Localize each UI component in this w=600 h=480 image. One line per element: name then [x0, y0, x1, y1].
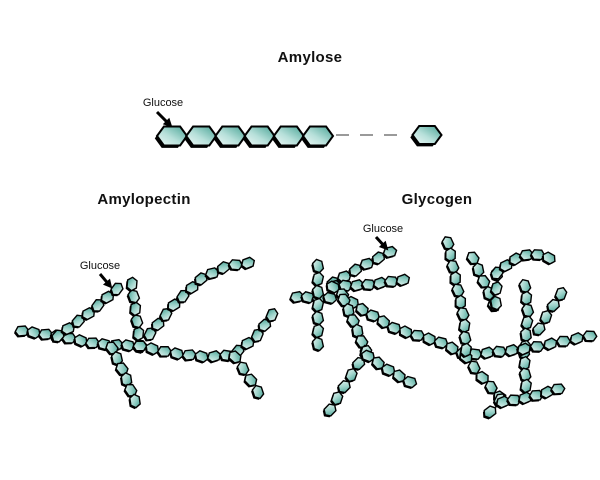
glucose-unit	[518, 278, 532, 294]
glucose-unit	[489, 295, 503, 312]
glucose-unit	[445, 259, 460, 275]
glycogen-title: Glycogen	[401, 191, 473, 208]
glucose-unit	[555, 335, 572, 348]
glucose-unit	[128, 393, 141, 410]
amylose-glucose-label: Glucose	[142, 97, 184, 109]
glucose-unit	[489, 266, 504, 281]
glucose-unit	[467, 360, 481, 375]
glucose-unit	[444, 341, 459, 356]
glucose-unit	[341, 302, 355, 319]
glucose-unit	[206, 350, 222, 364]
glucose-unit	[330, 391, 344, 407]
glucose-unit	[458, 330, 472, 346]
glucose-unit	[479, 346, 495, 360]
glucose-unit	[450, 283, 465, 298]
glucose-unit	[539, 309, 553, 326]
glucose-unit	[251, 384, 265, 400]
glucose-unit	[109, 282, 124, 297]
glucose-unit	[114, 362, 129, 377]
glucose-unit	[529, 340, 545, 353]
glucose-unit	[227, 350, 242, 365]
glucose-unit	[484, 380, 498, 395]
glucose-unit	[489, 281, 503, 297]
glucose-unit	[227, 259, 244, 272]
glucose-unit-large	[242, 125, 276, 148]
glucose-unit	[216, 260, 231, 276]
glucose-unit	[444, 247, 456, 264]
glucose-unit	[175, 289, 190, 304]
amylopectin-title: Amylopectin	[97, 191, 191, 208]
glucose-unit	[349, 279, 365, 293]
glucose-unit	[386, 321, 402, 336]
glucose-unit-large	[184, 125, 218, 148]
glucose-unit	[475, 370, 489, 385]
glucose-unit	[311, 336, 325, 353]
amylopectin-glucose-label: Glucose	[79, 260, 121, 272]
glucose-unit	[125, 276, 138, 293]
glucose-unit	[457, 318, 471, 335]
glucose-unit	[311, 284, 325, 301]
glycogen-structure	[289, 235, 598, 420]
glucose-unit	[158, 307, 173, 323]
glucose-unit	[491, 345, 508, 359]
glucose-arrow	[98, 273, 113, 289]
glucose-unit	[495, 395, 510, 410]
glucose-unit	[516, 342, 531, 357]
glucose-unit	[554, 286, 568, 302]
glucose-unit	[26, 326, 41, 340]
amylopectin-structure	[13, 256, 279, 410]
glucose-unit	[243, 373, 258, 388]
glucose-unit-large	[271, 125, 306, 148]
glucose-unit	[476, 274, 491, 289]
glucose-unit	[581, 330, 598, 343]
glucose-unit	[531, 322, 546, 337]
glucose-unit	[519, 327, 532, 343]
glucose-arrow	[155, 110, 173, 128]
glucose-unit	[376, 315, 391, 330]
glucose-unit	[519, 378, 532, 395]
glucose-unit	[325, 280, 340, 295]
glucose-unit	[257, 318, 272, 333]
glucose-unit	[240, 256, 256, 271]
glucose-unit	[344, 367, 358, 383]
glucose-unit	[311, 258, 325, 275]
glucose-unit	[542, 337, 558, 352]
glucose-unit	[395, 273, 411, 288]
glucose-unit	[348, 263, 363, 278]
amylose-title: Amylose	[277, 49, 343, 66]
glucose-unit	[264, 307, 279, 323]
glucose-unit	[402, 375, 418, 390]
glucose-unit-large	[410, 125, 443, 147]
glucose-unit	[482, 405, 497, 420]
glucose-unit-large	[300, 125, 335, 148]
glucose-unit	[498, 258, 513, 273]
glucose-unit	[204, 267, 220, 281]
glucose-unit	[100, 290, 115, 305]
glucose-unit	[365, 309, 381, 323]
glucose-unit	[529, 249, 546, 262]
glucose-unit	[360, 278, 377, 292]
glucose-unit-large	[213, 125, 247, 148]
glucose-unit	[459, 342, 472, 359]
glucose-unit	[409, 329, 426, 342]
glycogen-glucose-label: Glucose	[362, 223, 404, 235]
glucose-unit	[126, 289, 141, 305]
glucose-unit	[541, 251, 556, 266]
amylose-structure	[154, 110, 443, 148]
glucose-unit	[322, 403, 337, 418]
glucose-unit	[549, 383, 566, 396]
glucose-unit	[455, 307, 470, 322]
glucose-unit	[13, 325, 30, 338]
glucose-unit	[250, 328, 264, 344]
glucose-unit-large	[154, 125, 189, 148]
glucose-unit	[517, 391, 533, 406]
glucose-unit	[322, 291, 338, 305]
glucose-arrow	[374, 235, 389, 251]
glucose-unit	[383, 275, 400, 289]
glucose-unit	[569, 331, 584, 346]
glucose-unit	[311, 297, 325, 314]
